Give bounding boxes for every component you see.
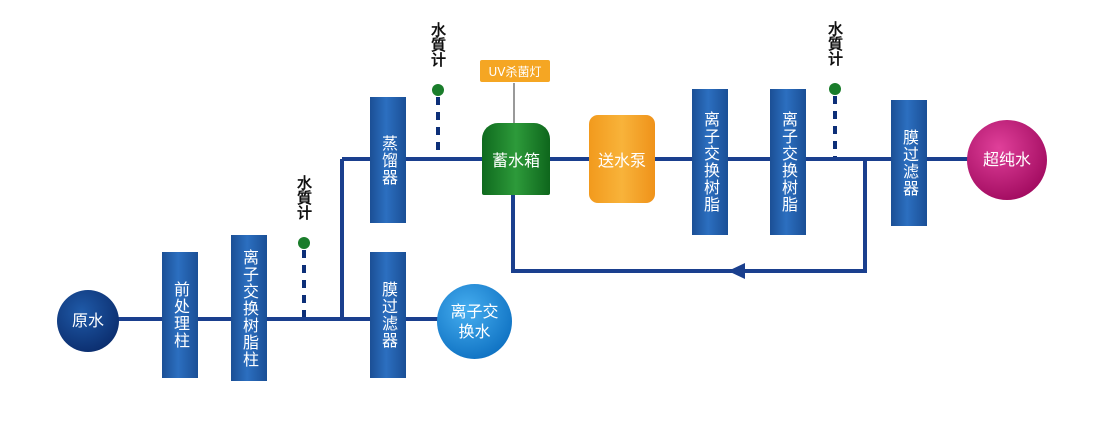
meter-3-dot [829,83,841,95]
ion-exchange-resin-column: 离子交换树脂柱 [231,235,267,381]
meter-2-dot [432,84,444,96]
water-supply-pump: 送水泵 [589,115,655,203]
uv-sterilizer-lamp-label: UV杀菌灯 [480,60,550,82]
ion-exchange-resin-1: 离子交换树脂 [692,89,728,235]
distiller: 蒸馏器 [370,97,406,223]
water-quality-meter-1-label: 水質计 [295,175,313,220]
meter-1-dot [298,237,310,249]
pipe-return-loop [511,159,867,273]
ion-exchange-water-node: 离子交换水 [437,284,512,359]
membrane-filter-upper: 膜过滤器 [891,100,927,226]
membrane-filter-lower: 膜过滤器 [370,252,406,378]
storage-tank: 蓄水箱 [482,123,550,195]
pretreatment-column: 前处理柱 [162,252,198,378]
water-quality-meter-2-label: 水質计 [429,22,447,67]
return-flow-arrow [728,263,745,279]
raw-water-node: 原水 [57,290,119,352]
ion-exchange-resin-2: 离子交换树脂 [770,89,806,235]
ultra-pure-water-node: 超纯水 [967,120,1047,200]
water-quality-meter-3-label: 水質计 [826,21,844,66]
